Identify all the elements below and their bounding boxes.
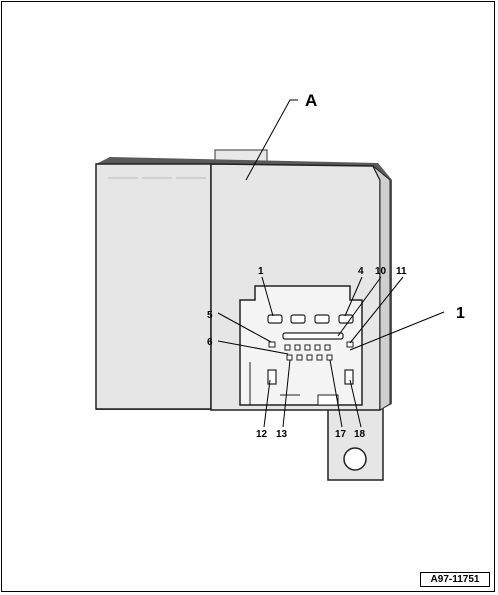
leader-pin-1 [261, 276, 274, 317]
bracket-hole [343, 447, 367, 471]
mounting-bracket [327, 403, 384, 481]
terminal-row-bottom [267, 369, 354, 385]
leader-pin-10 [337, 276, 382, 337]
terminal-rail [282, 332, 344, 340]
pin-label-17: 17 [335, 429, 347, 440]
pin-label-12: 12 [256, 429, 268, 440]
leader-lines [217, 99, 445, 428]
callout-1: 1 [456, 305, 465, 322]
pin-label-13: 13 [276, 429, 288, 440]
leader-pin-12 [263, 379, 271, 428]
leader-1 [349, 311, 445, 351]
terminal-row-small-upper [268, 341, 354, 351]
leader-pin-18 [349, 379, 362, 428]
pin-label-4: 4 [358, 266, 364, 277]
figure-reference: A97-11751 [420, 572, 490, 587]
pin-label-6: 6 [207, 337, 213, 348]
leader-pin-17 [329, 359, 343, 428]
leader-pin-4 [344, 276, 363, 317]
pin-label-10: 10 [375, 266, 387, 277]
connector-socket [239, 285, 363, 406]
leader-pin-6 [217, 340, 289, 355]
pin-label-11: 11 [396, 266, 407, 277]
pin-label-18: 18 [354, 429, 366, 440]
leader-pin-11 [349, 276, 404, 344]
terminal-row-small-lower [286, 354, 333, 361]
leader-pin-13 [282, 359, 291, 428]
pin-label-5: 5 [207, 310, 213, 321]
leader-pin-5 [217, 312, 272, 343]
callout-A: A [305, 91, 317, 110]
pin-label-1: 1 [258, 266, 264, 277]
leader-A [245, 99, 298, 181]
